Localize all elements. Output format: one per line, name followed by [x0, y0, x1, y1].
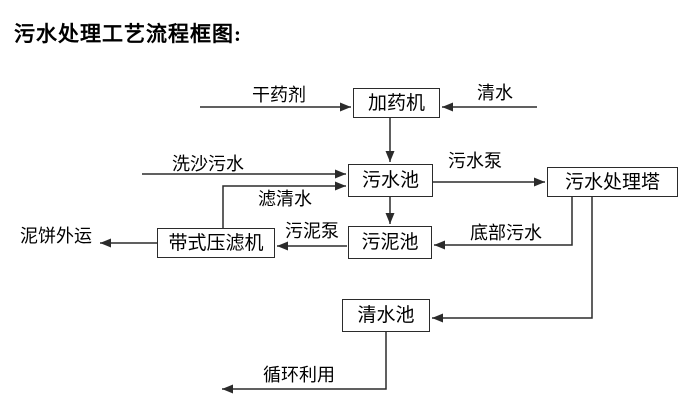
label-filtered-water: 滤清水 — [258, 189, 312, 209]
node-dosing-machine: 加药机 — [353, 88, 440, 118]
connector-clear-pool-to-recycling — [222, 332, 387, 394]
label-dry-chemical: 干药剂 — [252, 85, 306, 105]
label-clear-water: 清水 — [477, 83, 513, 103]
page-title: 污水处理工艺流程框图: — [14, 22, 242, 46]
node-sludge-pool: 污泥池 — [348, 226, 432, 259]
node-sewage-pool: 污水池 — [348, 164, 433, 197]
label-sand-washing-sewage: 洗沙污水 — [172, 154, 244, 174]
label-recycling: 循环利用 — [263, 365, 335, 385]
connector-tower-to-clear-pool — [432, 197, 593, 323]
node-treatment-tower: 污水处理塔 — [547, 167, 678, 197]
label-mud-cake-out: 泥饼外运 — [20, 226, 92, 246]
label-bottom-sewage: 底部污水 — [470, 223, 542, 243]
label-sludge-pump: 污泥泵 — [285, 221, 339, 241]
node-belt-filter-press: 带式压滤机 — [157, 228, 275, 258]
node-clear-water-pool: 清水池 — [342, 299, 430, 332]
connector-bottom-sewage-to-sludge-pool — [434, 197, 573, 250]
connector-filtered-water-to-sewage-pool — [222, 181, 346, 228]
label-sewage-pump: 污水泵 — [448, 151, 502, 171]
